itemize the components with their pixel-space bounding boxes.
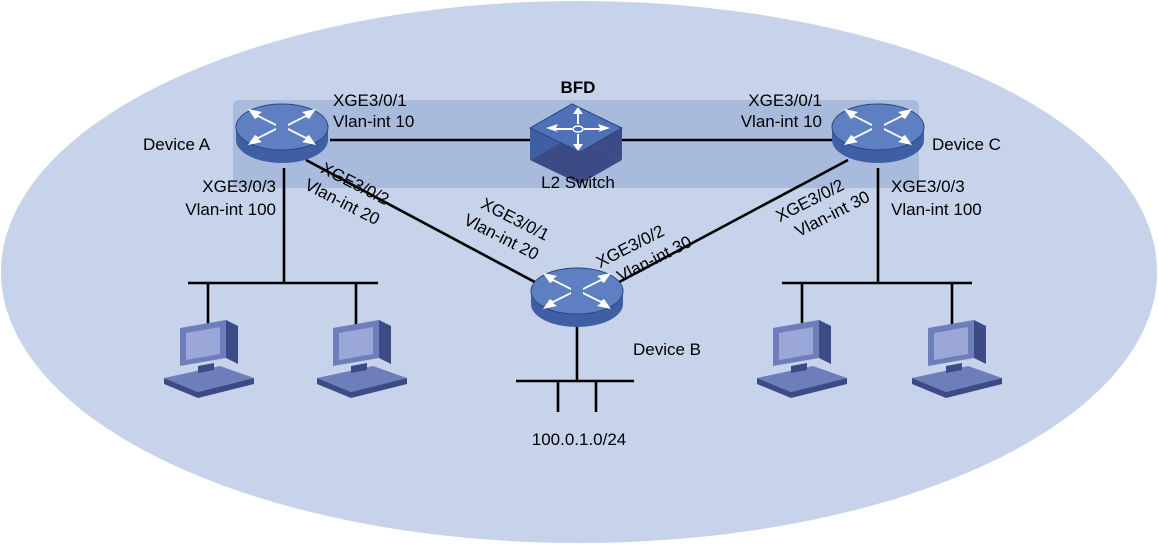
bfd-title: BFD [561,78,596,97]
c-lan-vlan-label: Vlan-int 100 [891,200,982,219]
device-c-label: Device C [932,135,1001,154]
a-switch-vlan-label: Vlan-int 10 [333,112,414,131]
c-switch-port-label: XGE3/0/1 [748,91,822,110]
c-lan-port-label: XGE3/0/3 [891,177,965,196]
router-icon[interactable] [530,267,624,328]
a-lan-port-label: XGE3/0/3 [202,177,276,196]
a-switch-port-label: XGE3/0/1 [333,91,407,110]
router-icon[interactable] [831,103,925,164]
link-a-b [305,158,547,290]
links [188,138,972,412]
link-c-b [607,158,849,290]
l2-switch-label: L2 Switch [541,173,615,192]
router-icon[interactable] [235,103,329,164]
device-b-label: Device B [633,340,701,359]
switch-icon[interactable] [528,103,624,184]
a-lan-vlan-label: Vlan-int 100 [185,200,276,219]
c-switch-vlan-label: Vlan-int 10 [741,112,822,131]
device-a-label: Device A [143,135,211,154]
network-b-label: 100.0.1.0/24 [532,430,627,449]
